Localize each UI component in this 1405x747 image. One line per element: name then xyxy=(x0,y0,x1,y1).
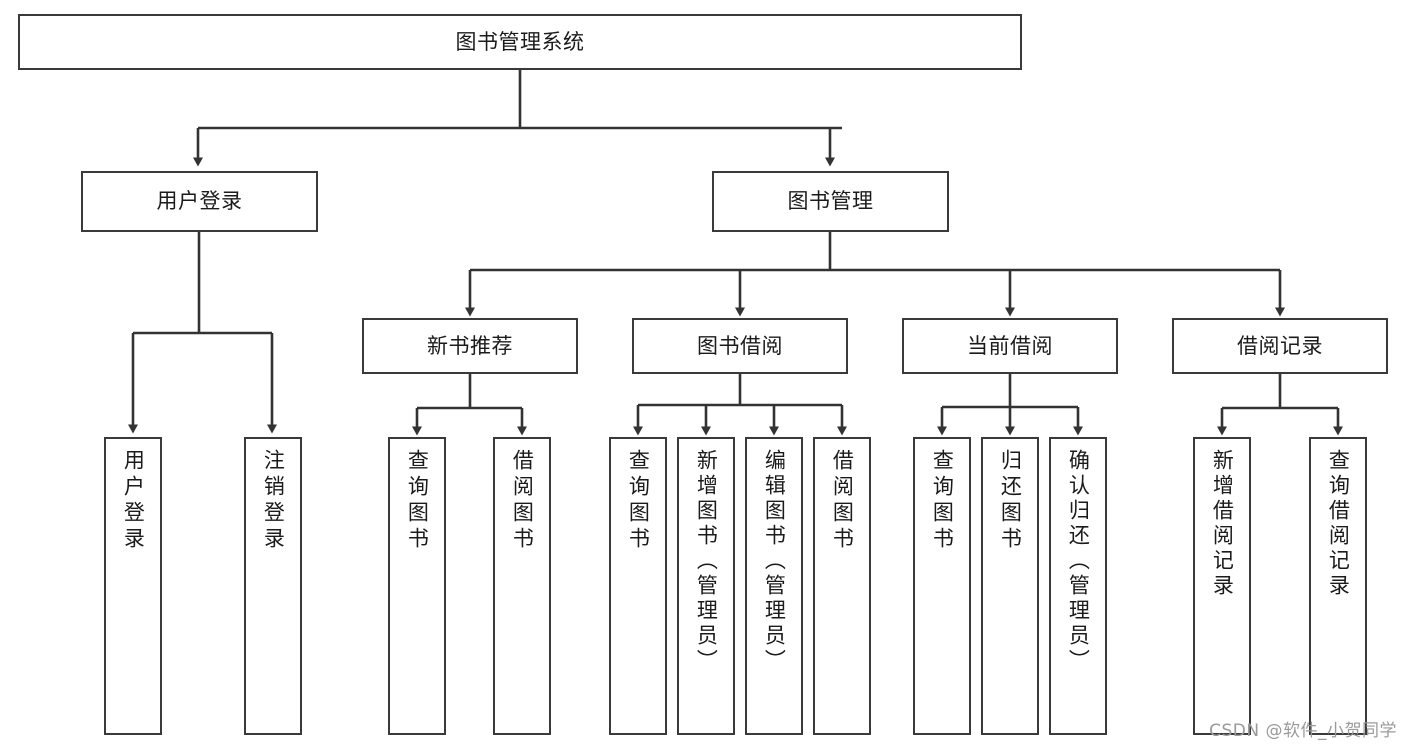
node-leaf-query-book-2[interactable]: 查询图书 xyxy=(609,437,667,735)
node-leaf-add-book-label: 新增图书（管理员） xyxy=(694,449,719,674)
node-leaf-borrow-book-1[interactable]: 借阅图书 xyxy=(493,437,551,735)
node-leaf-query-book-3-label: 查询图书 xyxy=(930,449,955,553)
node-book-manage[interactable]: 图书管理 xyxy=(712,171,949,232)
node-leaf-query-record-label: 查询借阅记录 xyxy=(1326,449,1351,599)
node-leaf-borrow-book-2[interactable]: 借阅图书 xyxy=(813,437,871,735)
node-leaf-query-book-1[interactable]: 查询图书 xyxy=(388,437,446,735)
node-leaf-logout-label: 注销登录 xyxy=(261,449,286,553)
node-borrow-record[interactable]: 借阅记录 xyxy=(1172,318,1388,374)
node-root-label: 图书管理系统 xyxy=(455,29,585,54)
node-user-login-label: 用户登录 xyxy=(156,189,243,214)
node-book-manage-label: 图书管理 xyxy=(787,189,874,214)
node-current-borrow-label: 当前借阅 xyxy=(967,333,1053,358)
node-leaf-add-record-label: 新增借阅记录 xyxy=(1210,449,1235,599)
node-leaf-borrow-book-2-label: 借阅图书 xyxy=(830,449,855,553)
node-current-borrow[interactable]: 当前借阅 xyxy=(902,318,1118,374)
node-leaf-add-book[interactable]: 新增图书（管理员） xyxy=(677,437,735,735)
node-leaf-add-record[interactable]: 新增借阅记录 xyxy=(1193,437,1251,735)
node-leaf-confirm-return[interactable]: 确认归还（管理员） xyxy=(1049,437,1107,735)
node-root[interactable]: 图书管理系统 xyxy=(18,14,1022,70)
node-user-login[interactable]: 用户登录 xyxy=(81,171,318,232)
node-new-book-rec-label: 新书推荐 xyxy=(427,333,513,358)
node-leaf-borrow-book-1-label: 借阅图书 xyxy=(510,449,535,553)
node-leaf-edit-book-label: 编辑图书（管理员） xyxy=(762,449,787,674)
node-leaf-edit-book[interactable]: 编辑图书（管理员） xyxy=(745,437,803,735)
node-borrow-record-label: 借阅记录 xyxy=(1237,333,1323,358)
node-leaf-user-login[interactable]: 用户登录 xyxy=(104,437,162,735)
node-leaf-confirm-return-label: 确认归还（管理员） xyxy=(1066,449,1091,674)
node-leaf-query-book-2-label: 查询图书 xyxy=(626,449,651,553)
node-leaf-user-login-label: 用户登录 xyxy=(121,449,146,553)
node-leaf-logout[interactable]: 注销登录 xyxy=(244,437,302,735)
node-leaf-return-book[interactable]: 归还图书 xyxy=(981,437,1039,735)
node-new-book-rec[interactable]: 新书推荐 xyxy=(362,318,578,374)
node-leaf-query-book-3[interactable]: 查询图书 xyxy=(913,437,971,735)
node-book-borrow-label: 图书借阅 xyxy=(697,333,783,358)
node-leaf-return-book-label: 归还图书 xyxy=(998,449,1023,553)
node-book-borrow[interactable]: 图书借阅 xyxy=(632,318,848,374)
node-leaf-query-book-1-label: 查询图书 xyxy=(405,449,430,553)
node-leaf-query-record[interactable]: 查询借阅记录 xyxy=(1309,437,1367,735)
